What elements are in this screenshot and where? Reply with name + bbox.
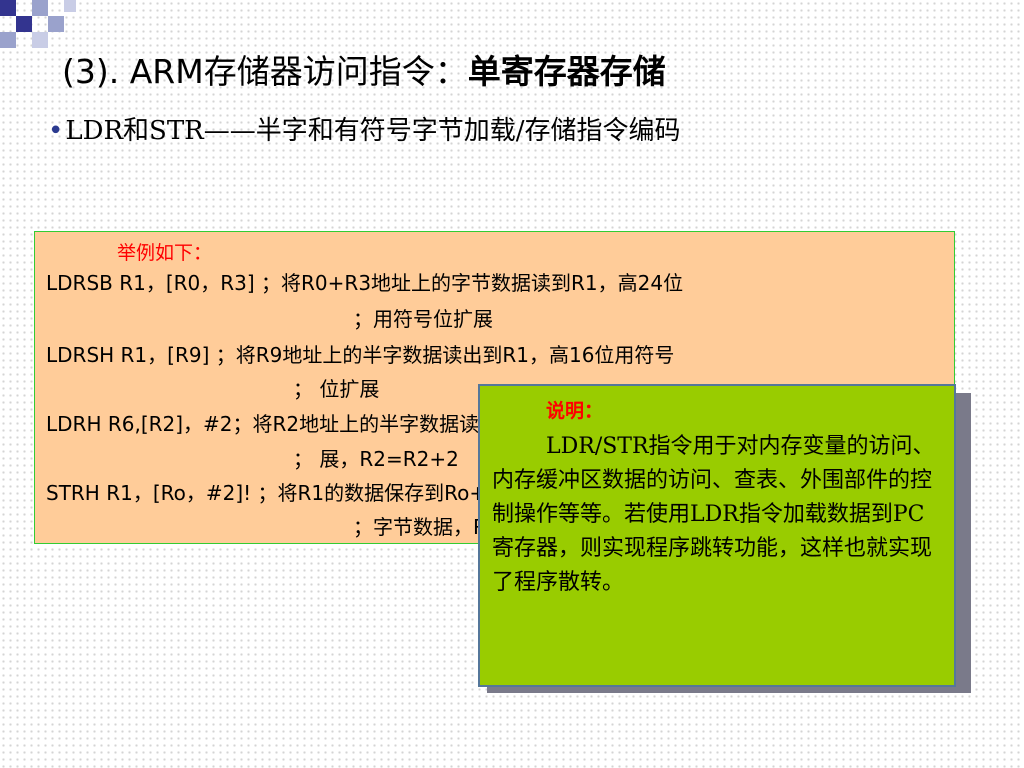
subtitle-text: LDR和STR——半字和有符号字节加载/存储指令编码 [65,116,681,146]
title-emphasis: 单寄存器存储 [467,52,666,91]
example-heading: 举例如下： [117,242,213,264]
example-line: LDRSH R1，[R9] ；将R9地址上的半字数据读出到R1，高16位用符号 [46,343,675,367]
corner-decoration [0,0,80,60]
note-body: LDR/STR指令用于对内存变量的访问、内存缓冲区数据的访问、查表、外围部件的控… [492,434,935,595]
note-box: 说明： LDR/STR指令用于对内存变量的访问、内存缓冲区数据的访问、查表、外围… [478,384,956,687]
example-line: ； 展，R2=R2+2 [293,447,459,471]
example-line: LDRSB R1，[R0，R3] ；将R0+R3地址上的字节数据读到R1，高24… [46,271,684,295]
title-prefix: (3). ARM存储器访问指令： [62,52,468,91]
bullet-icon: • [48,116,64,146]
slide-subtitle: •LDR和STR——半字和有符号字节加载/存储指令编码 [48,113,681,149]
note-heading: 说明： [546,400,604,422]
example-line: ； 位扩展 [293,377,380,401]
example-line: ；用符号位扩展 [353,307,493,331]
slide-title: (3). ARM存储器访问指令：单寄存器存储 [62,48,666,96]
